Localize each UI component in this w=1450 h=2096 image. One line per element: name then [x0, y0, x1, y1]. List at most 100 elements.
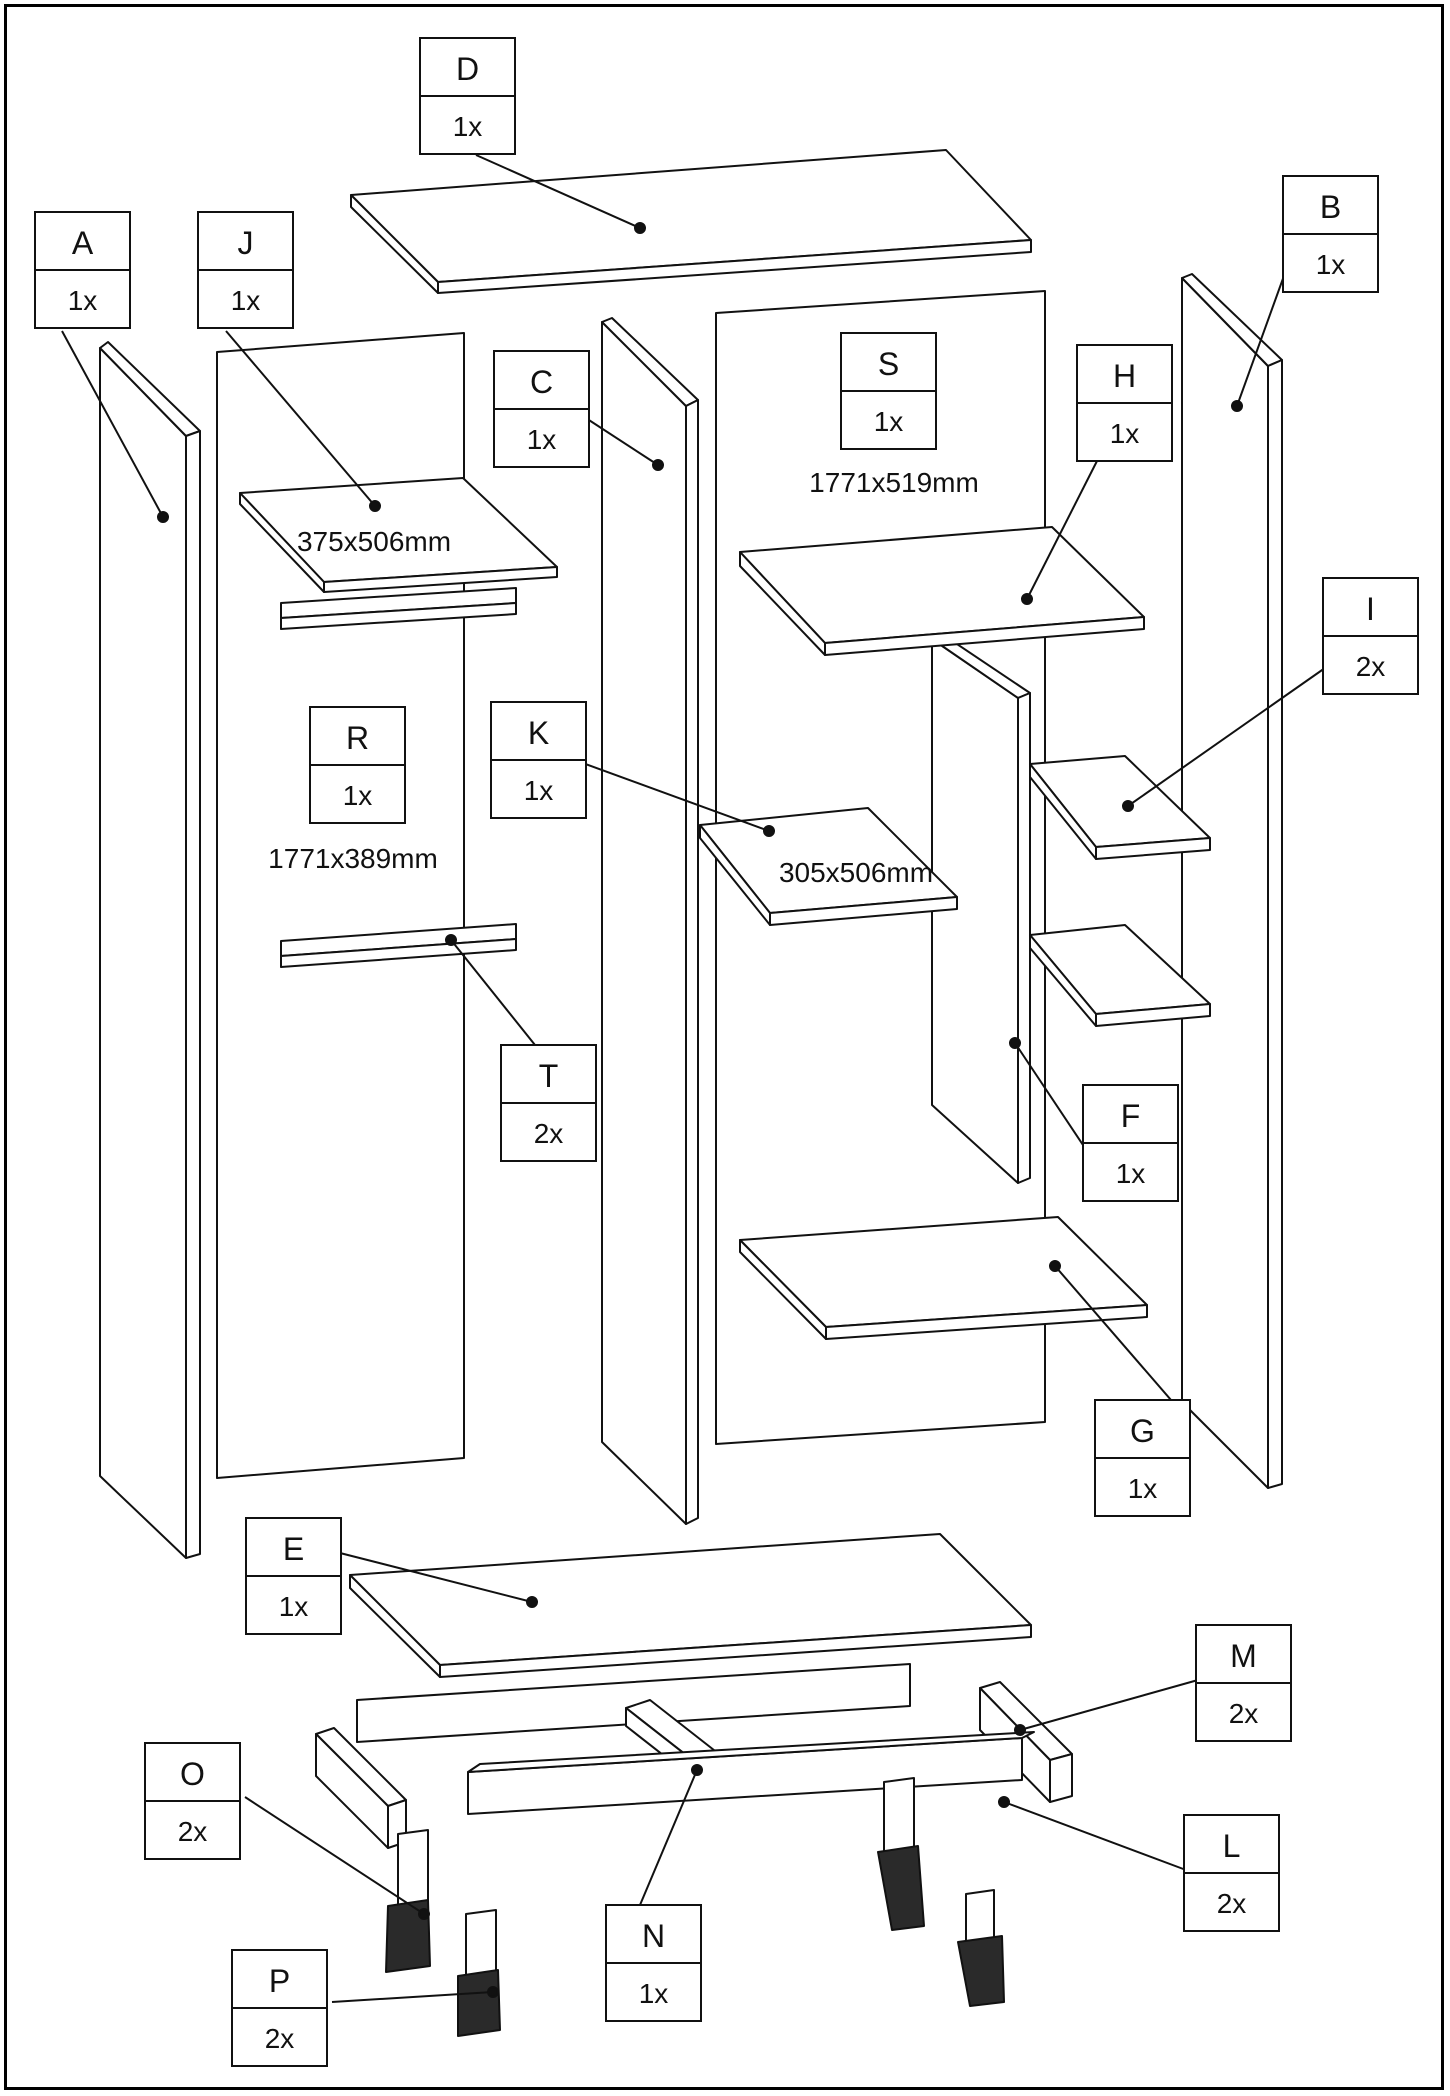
callout-k: K 1x	[490, 701, 587, 819]
rail-t-lower	[280, 923, 517, 968]
part-letter: I	[1366, 591, 1375, 627]
part-letter: G	[1130, 1413, 1155, 1449]
panel-b	[1181, 273, 1283, 1489]
callout-b: B1x	[1282, 175, 1379, 293]
shelf-i-lower	[1029, 924, 1211, 1027]
callout-c: C1x	[493, 350, 590, 468]
plinth-side-m-right	[979, 1681, 1073, 1803]
callout-e: E 1x	[245, 1517, 342, 1635]
part-letter: E	[283, 1531, 304, 1567]
part-quantity: 2x	[178, 1816, 208, 1847]
leader-dot-b	[1231, 400, 1243, 412]
callout-t: T 2x	[500, 1044, 597, 1162]
leader-line-t	[450, 939, 536, 1046]
part-quantity: 1x	[524, 775, 554, 806]
leader-line-h	[1026, 460, 1098, 600]
part-letter: H	[1113, 358, 1136, 394]
leader-dot-a	[157, 511, 169, 523]
part-quantity: 1x	[343, 780, 373, 811]
dimension-r: 1771x389mm	[268, 843, 438, 874]
leader-dot-i	[1122, 800, 1134, 812]
callout-d: D 1x	[419, 37, 516, 155]
panel-d	[350, 149, 1032, 294]
callout-s: S 1x	[840, 332, 937, 450]
leader-line-d	[475, 154, 641, 229]
part-quantity: 1x	[279, 1591, 309, 1622]
leader-dot-n	[691, 1764, 703, 1776]
shelf-h	[739, 526, 1145, 656]
leader-dot-g	[1049, 1260, 1061, 1272]
leader-dot-c	[652, 459, 664, 471]
leader-line-g	[1054, 1265, 1172, 1401]
part-quantity: 2x	[1229, 1698, 1259, 1729]
leader-line-i	[1127, 667, 1326, 807]
shelf-j	[239, 477, 558, 593]
leader-line-f	[1014, 1042, 1086, 1149]
dimension-j: 375x506mm	[297, 526, 451, 557]
callout-o: O 2x	[144, 1742, 241, 1860]
part-letter: O	[180, 1756, 205, 1792]
callout-r: R 1x	[309, 706, 406, 824]
panel-c	[601, 317, 699, 1525]
part-quantity: 2x	[534, 1118, 564, 1149]
panel-a	[99, 341, 201, 1559]
leader-line-p	[331, 1991, 494, 2003]
part-letter: M	[1230, 1638, 1257, 1674]
part-quantity: 1x	[1316, 249, 1346, 280]
callout-f: F 1x	[1082, 1084, 1179, 1202]
part-letter: A	[72, 225, 94, 261]
callout-p: P2x	[231, 1949, 328, 2067]
part-letter: L	[1223, 1828, 1241, 1864]
part-quantity: 1x	[1110, 418, 1140, 449]
leg-p	[457, 1909, 501, 2037]
leg-right	[957, 1889, 1005, 2007]
leader-dot-p	[487, 1986, 499, 1998]
part-letter: K	[528, 715, 549, 751]
leader-line-n	[639, 1769, 698, 1906]
panel-e	[349, 1533, 1032, 1678]
leader-dot-e	[526, 1596, 538, 1608]
leader-line-k	[568, 757, 770, 832]
leader-dot-m	[1014, 1724, 1026, 1736]
part-quantity: 1x	[453, 111, 483, 142]
part-quantity: 1x	[527, 424, 557, 455]
part-quantity: 2x	[1217, 1888, 1247, 1919]
plinth-side-o-left	[315, 1727, 407, 1849]
part-quantity: 1x	[874, 406, 904, 437]
leader-line-o	[244, 1796, 425, 1915]
plinth-front-rail-top	[467, 1731, 1035, 1773]
part-quantity: 1x	[1128, 1473, 1158, 1504]
callout-m: M 2x	[1195, 1624, 1292, 1742]
part-quantity: 2x	[1356, 651, 1386, 682]
part-letter: T	[539, 1058, 559, 1094]
plinth-back-rail	[356, 1663, 911, 1743]
leader-line-j	[225, 330, 376, 507]
diagram-frame	[4, 4, 1444, 2090]
leader-dot-d	[634, 222, 646, 234]
leader-dot-f	[1009, 1037, 1021, 1049]
leader-line-b	[1236, 272, 1286, 407]
part-quantity: 1x	[231, 285, 261, 316]
leader-dot-k	[763, 825, 775, 837]
part-letter: D	[456, 51, 479, 87]
callout-i: I 2x	[1322, 577, 1419, 695]
leader-dot-l	[998, 1796, 1010, 1808]
callout-a: A1x	[34, 211, 131, 329]
panel-f	[931, 633, 1031, 1184]
callout-g: G 1x	[1094, 1399, 1191, 1517]
dimension-s: 1771x519mm	[809, 467, 979, 498]
shelf-g	[739, 1216, 1148, 1340]
leg-o	[385, 1829, 431, 1973]
rail-t-upper	[280, 587, 517, 630]
callout-h: H 1x	[1076, 344, 1173, 462]
part-letter: R	[346, 720, 369, 756]
part-letter: J	[238, 225, 254, 261]
part-letter: S	[878, 346, 899, 382]
part-quantity: 2x	[265, 2023, 295, 2054]
part-quantity: 1x	[1116, 1158, 1146, 1189]
callout-l: L 2x	[1183, 1814, 1280, 1932]
leader-line-l	[1003, 1801, 1187, 1871]
leader-dot-j	[369, 500, 381, 512]
part-letter: F	[1121, 1098, 1141, 1134]
